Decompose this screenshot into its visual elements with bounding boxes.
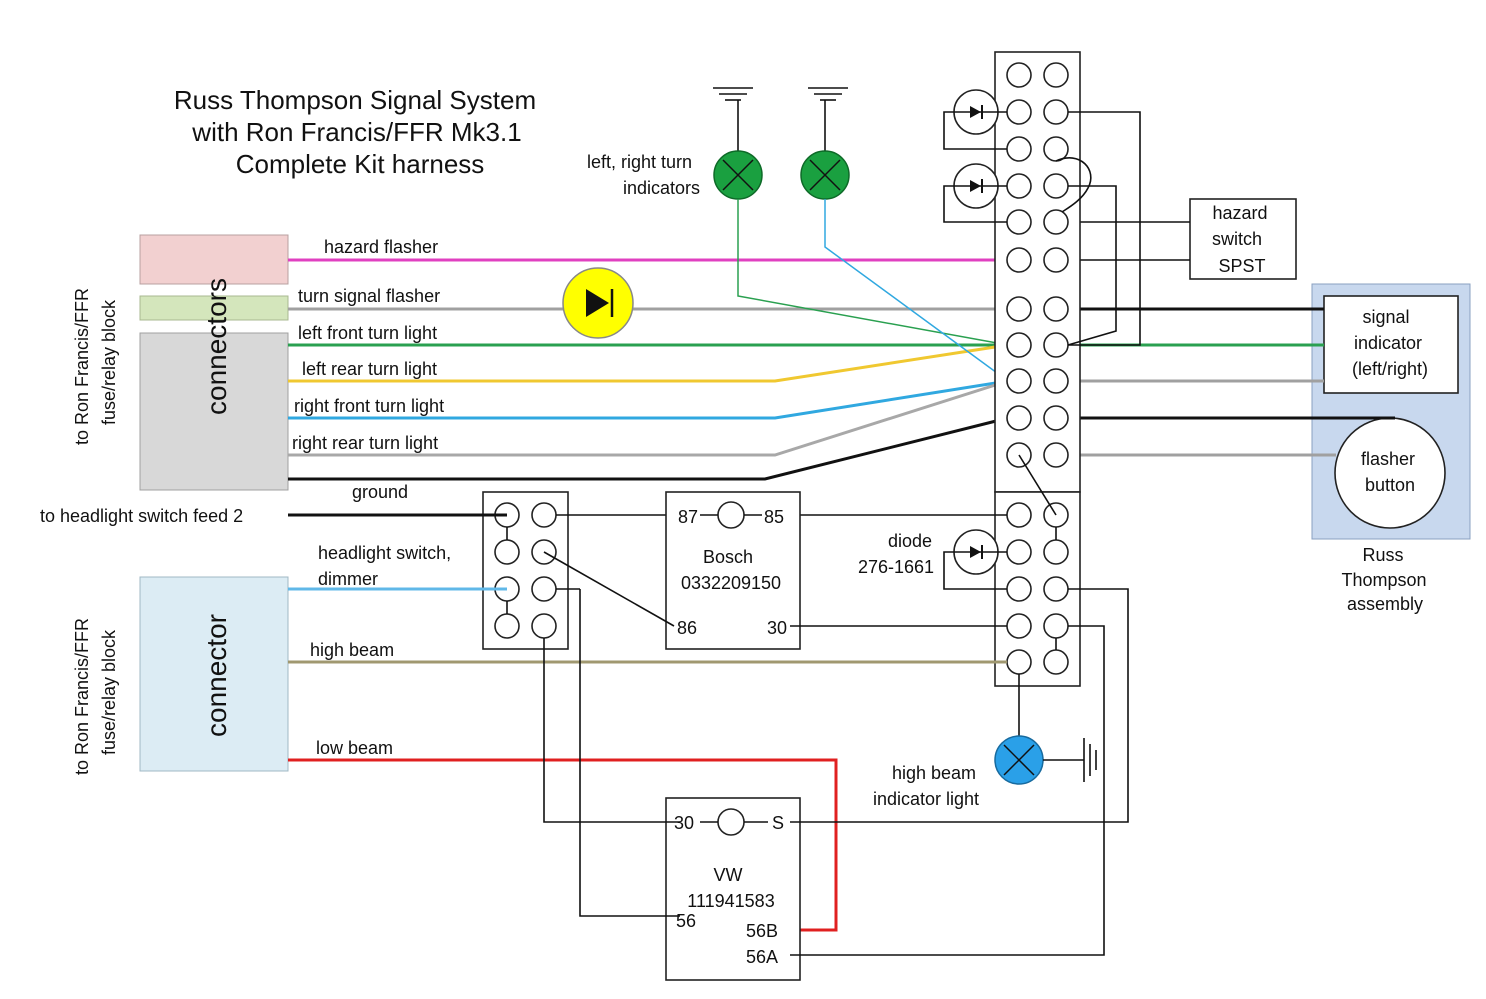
wire-low-beam bbox=[288, 758, 838, 932]
wire-label-high-beam: high beam bbox=[310, 640, 394, 660]
jumper-186-345 bbox=[1067, 185, 1117, 346]
signal-indicator-line-2: indicator bbox=[1354, 333, 1422, 353]
jumper-112-345 bbox=[1068, 111, 1141, 346]
connector-turn bbox=[139, 295, 289, 321]
signal-indicator-line-3: (left/right) bbox=[1352, 359, 1428, 379]
wire-label-dimmer-2: dimmer bbox=[318, 569, 378, 589]
signal-indicator-line-1: signal bbox=[1362, 307, 1409, 327]
russ-label-line-3: assembly bbox=[1347, 594, 1423, 614]
hb-indicator-label-1: high beam bbox=[892, 763, 976, 783]
wire-label-ground: ground bbox=[352, 482, 408, 502]
vw-pin-56a: 56A bbox=[746, 947, 778, 967]
vw-pin-s: S bbox=[772, 813, 784, 833]
wire-label-left-front: left front turn light bbox=[298, 323, 437, 343]
diode-label-1: diode bbox=[888, 531, 932, 551]
indicators-label-2: indicators bbox=[623, 178, 700, 198]
vw-pin-30: 30 bbox=[674, 813, 694, 833]
vw-pin-56: 56 bbox=[676, 911, 696, 931]
hazard-switch-line-3: SPST bbox=[1218, 256, 1265, 276]
bosch-name: Bosch bbox=[703, 547, 753, 567]
indicators-label-1: left, right turn bbox=[587, 152, 692, 172]
russ-label-line-1: Russ bbox=[1362, 545, 1403, 565]
connector-top bbox=[139, 332, 289, 491]
wire-label-left-rear: left rear turn light bbox=[302, 359, 437, 379]
flasher-button bbox=[1334, 417, 1446, 529]
hazard-switch-line-1: hazard bbox=[1212, 203, 1267, 223]
wire-hs-vw-30 bbox=[543, 638, 680, 823]
vw-part: 111941583 bbox=[687, 891, 774, 911]
connector-hazard bbox=[139, 234, 289, 285]
hazard-switch bbox=[1189, 198, 1297, 280]
right-turn-indicator bbox=[800, 87, 850, 200]
wire-label-headlight-feed: to headlight switch feed 2 bbox=[40, 506, 243, 526]
wire-left-indicator bbox=[737, 199, 1009, 346]
wire-ground bbox=[288, 416, 1009, 481]
diode-upper-2 bbox=[943, 163, 1007, 223]
bosch-pin-86: 86 bbox=[677, 618, 697, 638]
bosch-pin-30: 30 bbox=[767, 618, 787, 638]
wire-left-rear bbox=[288, 343, 1009, 383]
diode-lower bbox=[943, 529, 1007, 590]
play-icon[interactable] bbox=[586, 289, 609, 317]
side-label-top-1: to Ron Francis/FFR bbox=[72, 288, 92, 445]
wire-vw-56a-block bbox=[790, 625, 1105, 956]
wire-label-dimmer-1: headlight switch, bbox=[318, 543, 451, 563]
vw-pin-56b: 56B bbox=[746, 921, 778, 941]
bosch-relay-coil bbox=[717, 501, 745, 529]
russ-label-line-2: Thompson bbox=[1341, 570, 1426, 590]
diode-upper-1 bbox=[943, 89, 1007, 150]
side-label-bottom-2: fuse/relay block bbox=[99, 629, 119, 755]
wire-label-hazard: hazard flasher bbox=[324, 237, 438, 257]
wire-hs-vw-56 bbox=[579, 589, 680, 917]
wire-label-turn: turn signal flasher bbox=[298, 286, 440, 306]
wire-right-rear bbox=[288, 379, 1009, 457]
wire-label-right-front: right front turn light bbox=[294, 396, 444, 416]
flasher-button-line-1: flasher bbox=[1361, 449, 1415, 469]
wire-vw-s-block bbox=[790, 588, 1129, 823]
connector-top-label: connectors bbox=[201, 278, 232, 415]
connector-bottom-label: connector bbox=[201, 614, 232, 737]
ground-icon bbox=[1043, 738, 1097, 782]
hazard-switch-line-2: switch bbox=[1212, 229, 1262, 249]
title-line-2: with Ron Francis/FFR Mk3.1 bbox=[191, 117, 521, 147]
jumper-arc bbox=[1055, 157, 1092, 213]
bosch-pin-87: 87 bbox=[678, 507, 698, 527]
bosch-pin-85: 85 bbox=[764, 507, 784, 527]
flasher-button-line-2: button bbox=[1365, 475, 1415, 495]
wire-right-indicator bbox=[824, 199, 1009, 382]
headlight-switch-pins bbox=[494, 502, 557, 639]
title-line-1: Russ Thompson Signal System bbox=[174, 85, 536, 115]
wire-label-right-rear: right rear turn light bbox=[292, 433, 438, 453]
title-line-3: Complete Kit harness bbox=[236, 149, 485, 179]
vw-relay-coil bbox=[717, 808, 745, 836]
left-turn-indicator bbox=[713, 87, 763, 200]
bosch-part: 0332209150 bbox=[681, 573, 781, 593]
wire-label-low-beam: low beam bbox=[316, 738, 393, 758]
wire-right-front bbox=[288, 379, 1009, 420]
diode-label-2: 276-1661 bbox=[858, 557, 934, 577]
vw-name: VW bbox=[714, 865, 743, 885]
wire-hs-86 bbox=[543, 551, 675, 627]
side-label-bottom-1: to Ron Francis/FFR bbox=[72, 618, 92, 775]
side-label-top-2: fuse/relay block bbox=[99, 299, 119, 425]
hb-indicator-label-2: indicator light bbox=[873, 789, 979, 809]
jumper-455-515 bbox=[1018, 454, 1057, 516]
connector-bottom bbox=[139, 576, 289, 772]
